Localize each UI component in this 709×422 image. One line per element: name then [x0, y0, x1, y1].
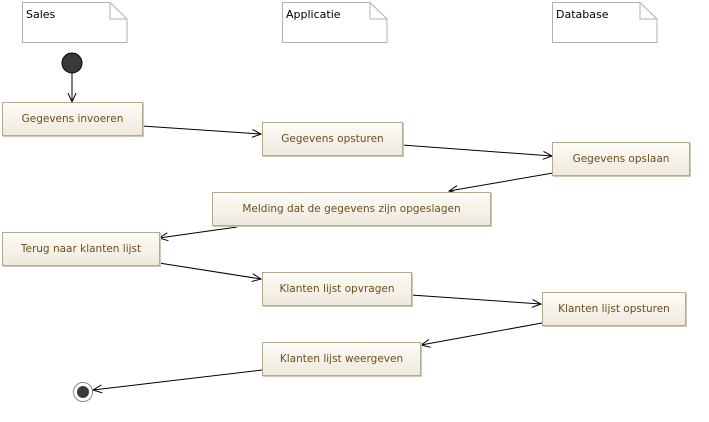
- action-terug-naar-klanten-lijst[interactable]: Terug naar klanten lijst: [2, 232, 160, 266]
- edge-opsturen-to-opslaan: [401, 144, 552, 156]
- start-node: [61, 52, 83, 74]
- action-klanten-lijst-opsturen[interactable]: Klanten lijst opsturen: [542, 292, 686, 326]
- action-gegevens-opslaan[interactable]: Gegevens opslaan: [552, 142, 690, 176]
- note-shape: [552, 2, 658, 43]
- edge-lijst-opsturen-to-weergeven: [421, 322, 543, 345]
- note-shape: [22, 2, 128, 43]
- end-node: [73, 382, 93, 402]
- action-klanten-lijst-weergeven[interactable]: Klanten lijst weergeven: [262, 342, 421, 376]
- edge-invoeren-to-opsturen: [141, 125, 261, 134]
- edge-melding-to-terug: [159, 226, 238, 238]
- lane-note-applicatie: Applicatie: [282, 2, 388, 43]
- action-gegevens-opsturen[interactable]: Gegevens opsturen: [262, 122, 403, 156]
- lane-label-applicatie: Applicatie: [286, 8, 341, 21]
- lane-note-database: Database: [552, 2, 658, 43]
- lane-label-database: Database: [556, 8, 609, 21]
- action-melding-opgeslagen[interactable]: Melding dat de gegevens zijn opgeslagen: [212, 192, 491, 226]
- lane-note-sales: Sales: [22, 2, 128, 43]
- action-gegevens-invoeren[interactable]: Gegevens invoeren: [2, 102, 143, 136]
- edge-weergeven-to-end: [93, 369, 263, 390]
- lane-label-sales: Sales: [26, 8, 56, 21]
- note-shape: [282, 2, 388, 43]
- edge-opvragen-to-lijst-opsturen: [410, 294, 541, 304]
- action-klanten-lijst-opvragen[interactable]: Klanten lijst opvragen: [262, 272, 412, 306]
- edge-opslaan-to-melding: [449, 172, 554, 191]
- edge-terug-to-opvragen: [158, 262, 261, 279]
